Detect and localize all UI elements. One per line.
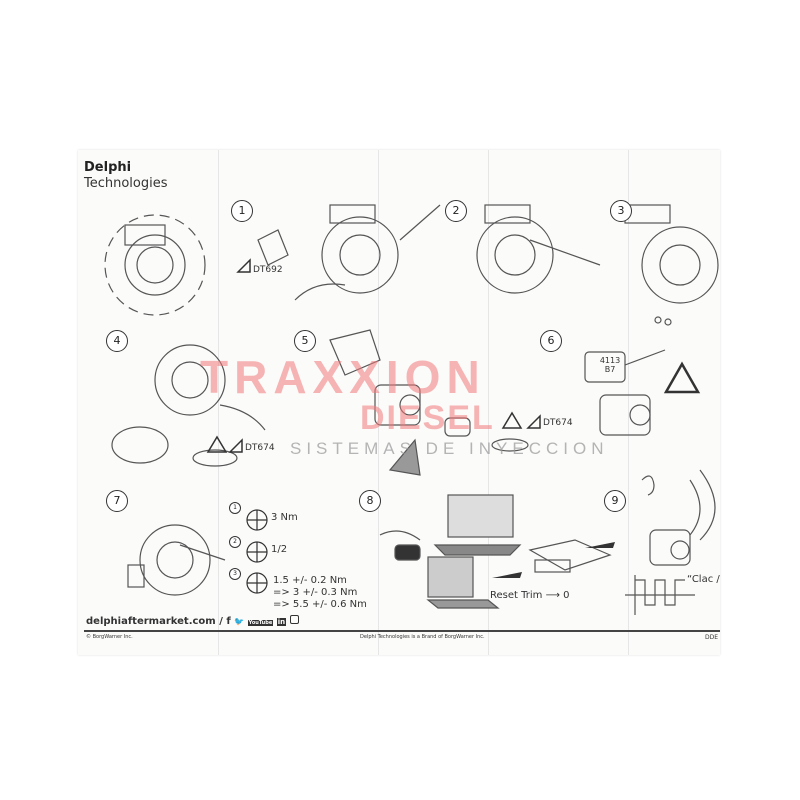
sub-step-1: 1 — [229, 502, 241, 514]
torque-value-2: 1/2 — [271, 544, 288, 555]
step-number-9: 9 — [604, 490, 626, 512]
pump-illustration-step2 — [476, 204, 601, 294]
ecu-illustration — [528, 539, 612, 573]
measure-tool-icon — [236, 258, 251, 273]
tool-label-dt674: DT674 — [245, 443, 275, 453]
fold-line — [218, 150, 219, 655]
tool-label-dt692: DT692 — [253, 265, 283, 275]
website-link[interactable]: delphiaftermarket.com / — [86, 616, 223, 627]
pump-illustration-step4 — [111, 344, 266, 467]
part-label-line2: B7 — [604, 365, 616, 374]
fold-line — [488, 150, 489, 655]
reset-trim-value: 0 — [563, 590, 570, 601]
footer-website: delphiaftermarket.com / f 🐦 YouTube in — [86, 615, 299, 629]
oil-can-illustration — [584, 349, 666, 383]
step-number-4: 4 — [106, 330, 128, 352]
sound-label: “Clac / — [687, 574, 720, 585]
step-number-3: 3 — [610, 200, 632, 222]
step-number-5: 5 — [294, 330, 316, 352]
torque-line: 1.5 +/- 0.2 Nm — [273, 575, 347, 586]
signal-waveform — [625, 575, 695, 615]
measure-tool-icon — [228, 438, 243, 453]
fold-line — [628, 150, 629, 655]
recycle-icon — [206, 435, 228, 453]
warning-icon — [663, 361, 701, 394]
step-number-8: 8 — [359, 490, 381, 512]
youtube-icon[interactable]: YouTube — [247, 620, 274, 626]
pump-illustration-step3 — [624, 204, 719, 326]
watermark-subtitle: DIESEL — [360, 399, 495, 437]
arrow-right-icon: ⟶ — [545, 590, 560, 601]
reset-trim-text: Reset Trim — [490, 590, 543, 601]
step-number-6: 6 — [540, 330, 562, 352]
recycle-icon — [501, 411, 523, 429]
brand-note: Delphi Technologies is a Brand of BorgWa… — [360, 634, 485, 640]
watermark-title: TRAXXION — [200, 351, 486, 403]
fold-line — [378, 150, 379, 655]
rotation-icon-2 — [246, 541, 268, 563]
rotation-icon-1 — [246, 509, 268, 531]
measure-tool-icon — [526, 414, 541, 429]
linkedin-icon[interactable]: in — [276, 618, 287, 626]
arrow-icon — [492, 542, 615, 578]
ear-icon — [641, 475, 655, 496]
twitter-icon[interactable]: 🐦 — [234, 617, 245, 626]
reset-trim-label: Reset Trim ⟶ 0 — [490, 590, 569, 601]
pump-illustration-step7 — [127, 524, 226, 596]
document-code: DDE — [705, 634, 719, 641]
tool-dt692-illustration — [257, 229, 289, 266]
torque-value-1: 3 Nm — [271, 512, 298, 523]
torque-line: => 5.5 +/- 0.6 Nm — [273, 599, 367, 610]
tool-label-dt674: DT674 — [543, 418, 573, 428]
watermark-tagline: SISTEMAS DE INYECCION — [290, 439, 609, 458]
brand-name: Delphi — [84, 160, 132, 175]
valve-illustration-step6 — [599, 394, 651, 436]
diagnostic-kit-illustration — [379, 494, 522, 609]
step-number-7: 7 — [106, 490, 128, 512]
sub-step-3: 3 — [229, 568, 241, 580]
facebook-icon[interactable]: f — [226, 616, 231, 627]
step-number-1: 1 — [231, 200, 253, 222]
copyright: © BorgWarner Inc. — [86, 634, 133, 640]
footer-divider — [84, 630, 720, 632]
brand-subtitle: Technologies — [84, 176, 168, 191]
instruction-sheet: Delphi Technologies — [78, 150, 720, 655]
pump-illustration-main — [104, 214, 206, 316]
torque-value-3: 1.5 +/- 0.2 Nm => 3 +/- 0.3 Nm => 5.5 +/… — [273, 575, 367, 611]
valve-illustration-step9 — [649, 469, 716, 566]
torque-line: => 3 +/- 0.3 Nm — [273, 587, 358, 598]
rotation-icon-3 — [246, 572, 268, 594]
instagram-icon[interactable] — [289, 615, 299, 624]
step-number-2: 2 — [445, 200, 467, 222]
valve-illustration-step5 — [329, 329, 529, 476]
sub-step-2: 2 — [229, 536, 241, 548]
pump-illustration-step1 — [294, 204, 441, 301]
part-label-line1: 4113 — [599, 356, 621, 365]
